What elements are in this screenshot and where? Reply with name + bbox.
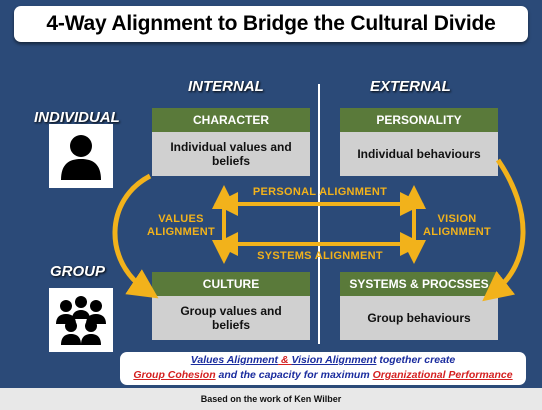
character-body: Individual values and beliefs — [170, 139, 292, 168]
vision-alignment-label: VISION ALIGNMENT — [416, 213, 498, 238]
personality-body: Individual behaviours — [357, 146, 481, 161]
organizational-performance-link: Organizational Performance — [372, 369, 513, 381]
ampersand: & — [278, 354, 292, 366]
left-curved-arrow — [112, 173, 159, 299]
footer-credit: Based on the work of Ken Wilber — [0, 388, 542, 410]
summary-line1: Values Alignment & Vision Alignment toge… — [120, 353, 526, 368]
vision-line2: ALIGNMENT — [422, 225, 492, 238]
summary-together: together create — [376, 354, 456, 366]
character-title: CHARACTER — [152, 108, 310, 132]
group-cohesion-link: Group Cohesion — [133, 369, 216, 381]
values-line1: VALUES — [158, 213, 204, 225]
summary-box: Values Alignment & Vision Alignment toge… — [120, 352, 526, 385]
personality-title: PERSONALITY — [340, 108, 498, 132]
group-label: GROUP — [50, 263, 106, 280]
external-header: EXTERNAL — [370, 78, 451, 95]
values-line2: ALIGNMENT — [146, 225, 216, 238]
values-alignment-link: Values Alignment — [190, 354, 279, 366]
character-quadrant: CHARACTER Individual values and beliefs — [152, 108, 310, 176]
internal-header: INTERNAL — [188, 78, 264, 95]
culture-body: Group values and beliefs — [180, 303, 282, 332]
person-silhouette — [61, 135, 101, 180]
systems-alignment-label: SYSTEMS ALIGNMENT — [257, 250, 383, 262]
culture-quadrant: CULTURE Group values and beliefs — [152, 272, 310, 340]
vision-line1: VISION — [437, 213, 477, 225]
group-icon — [49, 288, 113, 352]
title-banner: 4-Way Alignment to Bridge the Cultural D… — [14, 6, 528, 42]
personality-quadrant: PERSONALITY Individual behaviours — [340, 108, 498, 176]
group-silhouette — [56, 296, 106, 345]
summary-capacity: and the capacity for maximum — [215, 369, 373, 381]
page-title: 4-Way Alignment to Bridge the Cultural D… — [46, 12, 496, 35]
systems-quadrant: SYSTEMS & PROCSSES Group behaviours — [340, 272, 498, 340]
right-curved-arrow — [482, 158, 526, 302]
personal-alignment-label: PERSONAL ALIGNMENT — [252, 186, 388, 198]
summary-line2: Group Cohesion and the capacity for maxi… — [120, 368, 526, 383]
person-icon — [49, 124, 113, 188]
systems-body: Group behaviours — [367, 310, 471, 325]
values-alignment-label: VALUES ALIGNMENT — [140, 213, 222, 238]
individual-label: INDIVIDUAL — [34, 109, 120, 126]
vision-alignment-link: Vision Alignment — [291, 354, 377, 366]
culture-title: CULTURE — [152, 272, 310, 296]
systems-title: SYSTEMS & PROCSSES — [340, 272, 498, 296]
